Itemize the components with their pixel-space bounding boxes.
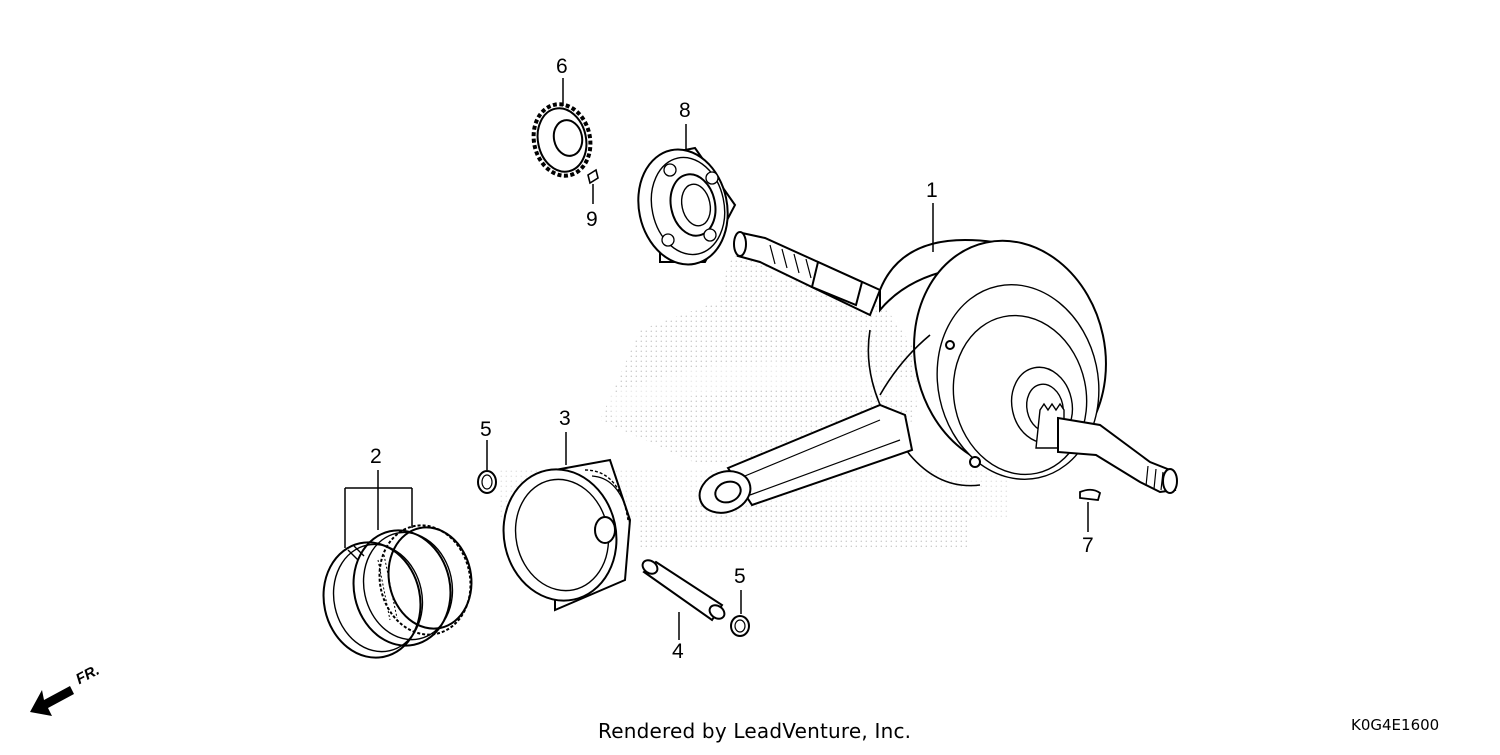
- callout-3: 3: [559, 407, 571, 430]
- callout-2: 2: [370, 445, 382, 468]
- callout-5-upper: 5: [480, 418, 492, 441]
- leader-lines: [344, 78, 1089, 640]
- woodruff-key-part: [1079, 488, 1102, 501]
- crankshaft-part: [698, 231, 1178, 514]
- ball-bearing-part: [637, 146, 737, 266]
- watermark-logo: [500, 240, 1010, 550]
- render-credit: Rendered by LeadVenture, Inc.: [598, 719, 912, 743]
- piston-pin-clip-part: [477, 470, 750, 637]
- front-direction-arrow-icon: [30, 686, 74, 716]
- piston-pin-part: [641, 559, 726, 622]
- timing-sprocket-part: [531, 102, 593, 178]
- callout-5-lower: 5: [734, 565, 746, 588]
- diagram-code: K0G4E1600: [1351, 716, 1440, 734]
- callout-4: 4: [672, 640, 684, 663]
- callout-8: 8: [679, 99, 691, 122]
- callout-1: 1: [926, 179, 938, 202]
- piston-ring-set-part: [322, 524, 473, 659]
- callout-9: 9: [586, 208, 598, 231]
- small-key-part: [587, 168, 599, 185]
- callout-7: 7: [1082, 534, 1094, 557]
- callout-6: 6: [556, 55, 568, 78]
- piston-part: [502, 458, 632, 612]
